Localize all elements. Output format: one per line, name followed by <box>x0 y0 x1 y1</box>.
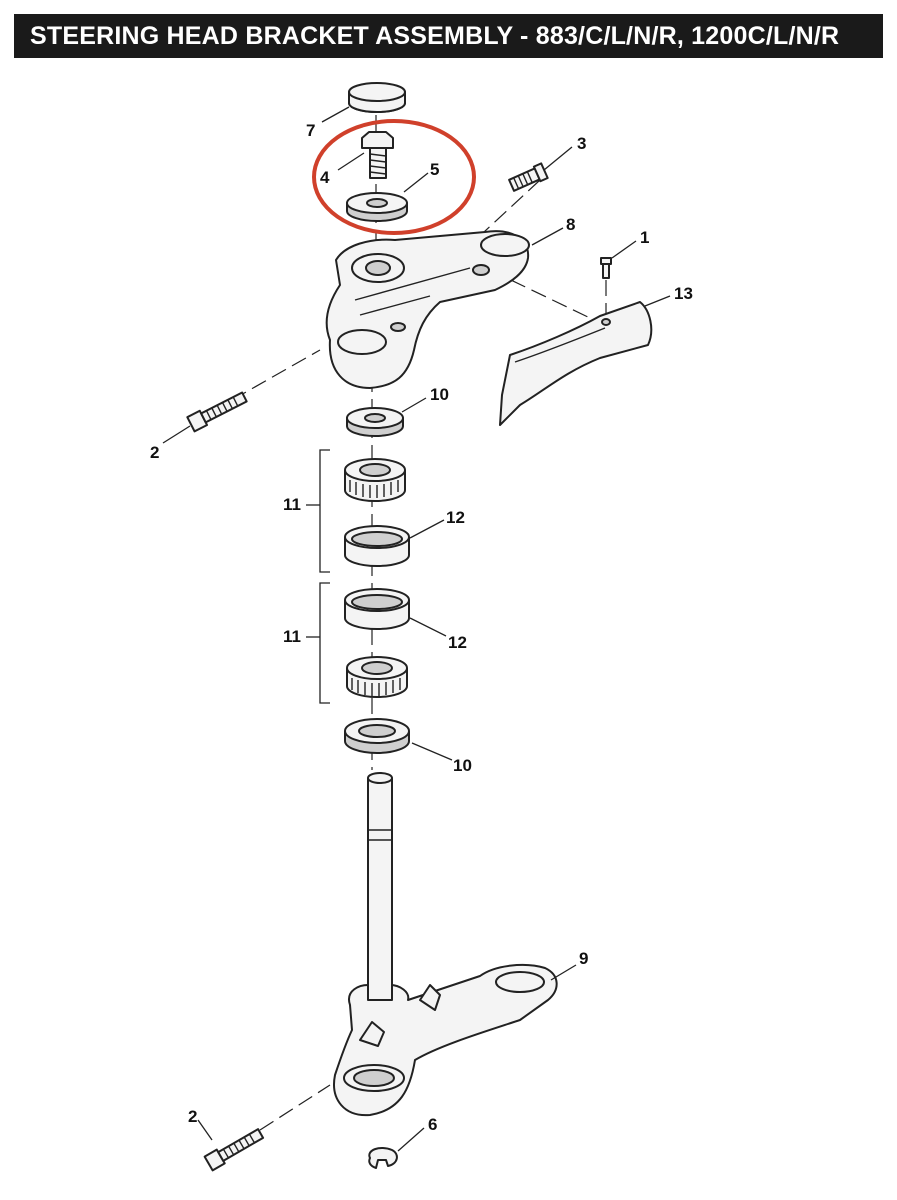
callout-11-upper: 11 <box>283 495 301 514</box>
callout-11-lower: 11 <box>283 627 301 646</box>
callout-5: 5 <box>430 160 439 179</box>
bracket-11-lower <box>319 582 330 704</box>
bearing-race-upper <box>344 525 410 567</box>
callout-13: 13 <box>674 284 693 303</box>
bracket-11-upper <box>319 449 330 573</box>
axis-bolt-2-top <box>231 349 321 401</box>
axis-bolt-2-bottom <box>259 1084 331 1131</box>
callout-12-upper: 12 <box>446 508 465 527</box>
bearing-cone-upper <box>344 458 406 502</box>
bearing-race-lower <box>344 588 410 630</box>
screw-part-1 <box>600 257 612 279</box>
callout-7: 7 <box>306 121 315 140</box>
callout-4: 4 <box>320 168 330 187</box>
bearing-cone-lower <box>346 656 408 698</box>
callout-2-top: 2 <box>150 443 159 462</box>
washer-part-10-upper <box>346 407 404 437</box>
diagram-title: STEERING HEAD BRACKET ASSEMBLY - 883/C/L… <box>30 21 840 50</box>
bolt-part-2-bottom <box>203 1128 265 1172</box>
callout-9: 9 <box>579 949 588 968</box>
callout-3: 3 <box>577 134 586 153</box>
leader-lines <box>162 106 671 1152</box>
cover-part-13 <box>499 301 653 426</box>
washer-part-10-lower <box>344 718 410 754</box>
highlight-circle <box>312 119 476 235</box>
clip-part-6 <box>368 1147 398 1169</box>
callout-2-bottom: 2 <box>188 1107 197 1126</box>
callout-12-lower: 12 <box>448 633 467 652</box>
title-bar: STEERING HEAD BRACKET ASSEMBLY - 883/C/L… <box>14 14 883 58</box>
washer-part-5 <box>346 192 408 222</box>
callout-10-lower: 10 <box>453 756 472 775</box>
callout-8: 8 <box>566 215 575 234</box>
stem-lower-bracket-part-9 <box>333 772 558 1117</box>
bolt-part-3 <box>508 162 549 192</box>
callout-6: 6 <box>428 1115 437 1134</box>
upper-bracket-part-8 <box>325 230 530 389</box>
axis-cover-13 <box>489 269 591 319</box>
cap-part-7 <box>348 82 406 113</box>
callout-10-upper: 10 <box>430 385 449 404</box>
bolt-part-2-top <box>186 391 248 433</box>
callout-1: 1 <box>640 228 649 247</box>
bolt-part-4 <box>361 131 394 179</box>
